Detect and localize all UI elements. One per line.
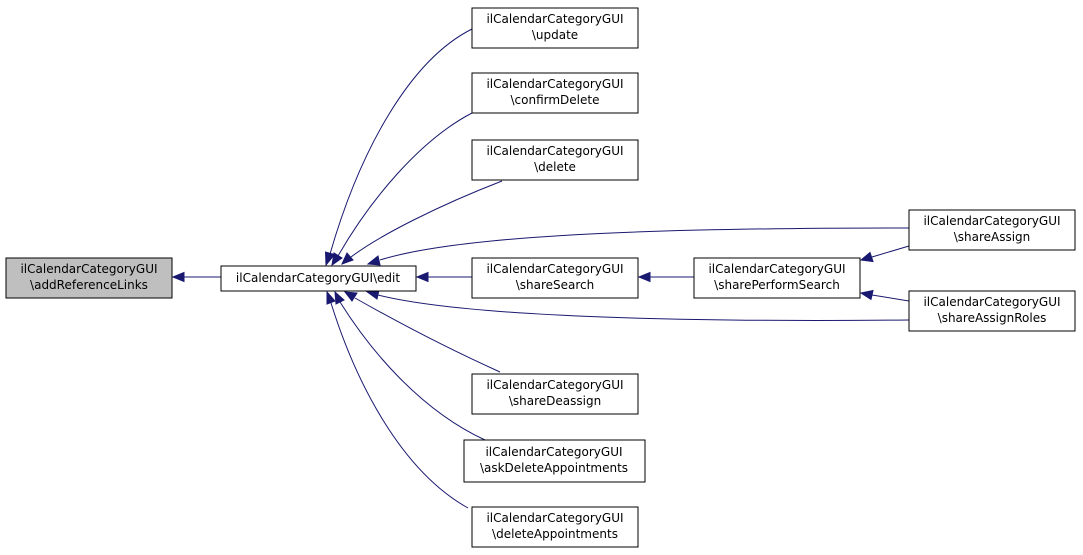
edge-delete-to-edit xyxy=(341,180,503,265)
edge-deleteAppointments-to-edit xyxy=(326,290,469,509)
node-label-line1: ilCalendarCategoryGUI xyxy=(486,378,623,392)
edge-update-to-edit xyxy=(324,28,473,267)
edge-shareAssignRoles-to-edit xyxy=(364,289,910,321)
node-label-line2: \askDeleteAppointments xyxy=(480,461,628,475)
node-label-line2: \shareAssignRoles xyxy=(938,311,1047,325)
edge-shareAssignRoles-to-sharePerformSearch xyxy=(859,289,910,302)
node-addReferenceLinks[interactable]: ilCalendarCategoryGUI \addReferenceLinks xyxy=(5,257,173,299)
node-delete[interactable]: ilCalendarCategoryGUI \delete xyxy=(471,139,639,181)
edge-askDeleteAppointments-to-edit xyxy=(334,290,486,441)
edge-sharePerformSearch-to-shareSearch xyxy=(637,271,694,283)
node-label-line2: \sharePerformSearch xyxy=(714,278,840,292)
node-label-line2: \addReferenceLinks xyxy=(30,278,148,292)
node-shareAssign[interactable]: ilCalendarCategoryGUI \shareAssign xyxy=(908,209,1076,251)
node-label-line1: ilCalendarCategoryGUI xyxy=(486,12,623,26)
node-label-line1: ilCalendarCategoryGUI xyxy=(923,295,1060,309)
node-sharePerformSearch[interactable]: ilCalendarCategoryGUI \sharePerformSearc… xyxy=(693,257,861,299)
node-label-line1: ilCalendarCategoryGUI xyxy=(708,262,845,276)
node-label-line2: \update xyxy=(532,28,578,42)
node-edit[interactable]: ilCalendarCategoryGUI\edit xyxy=(220,265,417,292)
node-label-line1: ilCalendarCategoryGUI xyxy=(486,77,623,91)
node-label-line1: ilCalendarCategoryGUI xyxy=(20,262,157,276)
node-label-line1: ilCalendarCategoryGUI xyxy=(486,511,623,525)
node-label-line1: ilCalendarCategoryGUI xyxy=(486,262,623,276)
node-label-line1: ilCalendarCategoryGUI xyxy=(923,214,1060,228)
edge-confirmDelete-to-edit xyxy=(331,112,473,267)
node-shareAssignRoles[interactable]: ilCalendarCategoryGUI \shareAssignRoles xyxy=(908,290,1076,332)
node-label-line2: \confirmDelete xyxy=(511,93,600,107)
edge-shareSearch-to-edit xyxy=(415,271,472,283)
node-label-line2: \shareDeassign xyxy=(509,394,601,408)
edge-shareDeassign-to-edit xyxy=(343,291,501,373)
node-label-line2: \delete xyxy=(534,160,576,174)
node-label-line2: \shareAssign xyxy=(954,230,1031,244)
node-update[interactable]: ilCalendarCategoryGUI \update xyxy=(471,7,639,49)
edge-shareAssign-to-sharePerformSearch xyxy=(859,245,910,263)
node-label-line2: \deleteAppointments xyxy=(492,527,618,541)
edges xyxy=(171,28,910,509)
node-label-line2: \shareSearch xyxy=(516,278,595,292)
edge-shareAssign-to-edit xyxy=(366,227,910,266)
node-label-line1: ilCalendarCategoryGUI\edit xyxy=(236,271,400,285)
edge-edit-to-addReferenceLinks xyxy=(171,271,221,283)
node-confirmDelete[interactable]: ilCalendarCategoryGUI \confirmDelete xyxy=(471,72,639,114)
node-deleteAppointments[interactable]: ilCalendarCategoryGUI \deleteAppointment… xyxy=(471,506,639,548)
node-askDeleteAppointments[interactable]: ilCalendarCategoryGUI \askDeleteAppointm… xyxy=(463,439,646,483)
node-shareSearch[interactable]: ilCalendarCategoryGUI \shareSearch xyxy=(471,257,639,299)
node-label-line1: ilCalendarCategoryGUI xyxy=(486,144,623,158)
node-label-line1: ilCalendarCategoryGUI xyxy=(485,445,622,459)
node-shareDeassign[interactable]: ilCalendarCategoryGUI \shareDeassign xyxy=(471,373,639,415)
